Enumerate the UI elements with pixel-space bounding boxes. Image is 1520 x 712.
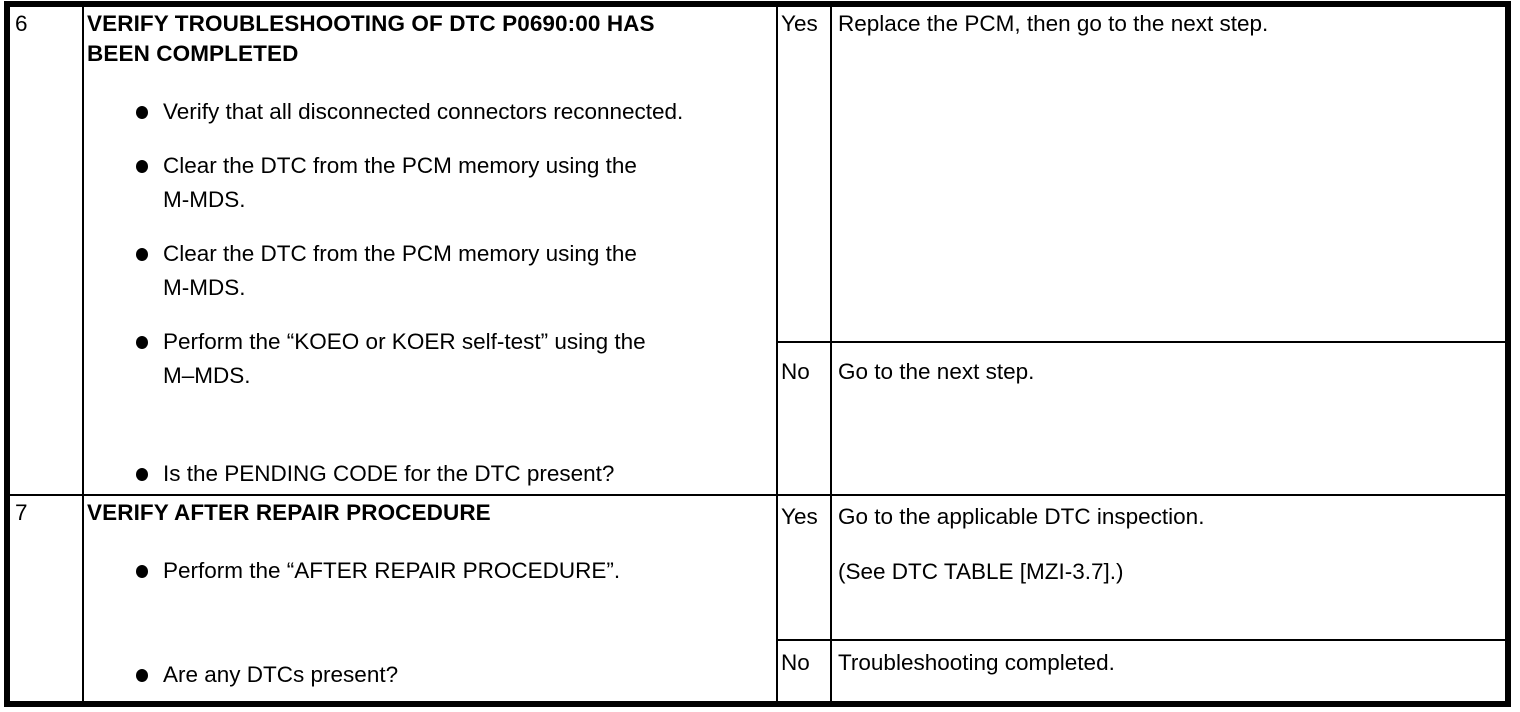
step-number: 6 xyxy=(15,11,28,36)
bullet-line: Perform the “AFTER REPAIR PROCEDURE”. xyxy=(163,558,621,583)
step-number-cell: 7 xyxy=(10,494,82,701)
step-number: 7 xyxy=(15,500,28,525)
bullet-item: Perform the “AFTER REPAIR PROCEDURE”. xyxy=(135,554,768,588)
inspection-title-line: VERIFY AFTER REPAIR PROCEDURE xyxy=(87,500,491,525)
step-number-cell: 6 xyxy=(10,7,82,494)
action-cell: Go to the next step. xyxy=(830,341,1505,494)
bullet-line: M–MDS. xyxy=(163,363,251,388)
inspection-title-line: BEEN COMPLETED xyxy=(87,41,299,66)
result-label-cell: No xyxy=(776,341,830,494)
result-label-no: No xyxy=(781,650,810,675)
bullet-item: Clear the DTC from the PCM memory using … xyxy=(135,237,768,305)
bullet-line: M-MDS. xyxy=(163,187,246,212)
action-line: Go to the next step. xyxy=(838,359,1035,384)
result-label-yes: Yes xyxy=(781,11,818,36)
bullet-line: Perform the “KOEO or KOER self-test” usi… xyxy=(163,329,646,354)
inspection-title-line: VERIFY TROUBLESHOOTING OF DTC P0690:00 H… xyxy=(87,11,655,36)
action-line: Troubleshooting completed. xyxy=(838,650,1115,675)
bullet-line: Are any DTCs present? xyxy=(163,662,399,687)
inspection-cell: VERIFY TROUBLESHOOTING OF DTC P0690:00 H… xyxy=(82,7,776,494)
action-note-line: (See DTC TABLE [MZI-3.7].) xyxy=(838,559,1124,584)
bullet-item: Is the PENDING CODE for the DTC present? xyxy=(135,457,768,491)
result-label-cell: Yes xyxy=(776,7,830,341)
bullet-item: Are any DTCs present? xyxy=(135,658,768,692)
bullet-line: Clear the DTC from the PCM memory using … xyxy=(163,153,637,178)
action-cell: Troubleshooting completed. xyxy=(830,639,1505,701)
action-line: Replace the PCM, then go to the next ste… xyxy=(838,11,1269,36)
bullet-line: Is the PENDING CODE for the DTC present? xyxy=(163,461,615,486)
bullet-line: M-MDS. xyxy=(163,275,246,300)
result-label-cell: Yes xyxy=(776,494,830,639)
bullet-line: Clear the DTC from the PCM memory using … xyxy=(163,241,637,266)
result-label-no: No xyxy=(781,359,810,384)
inspection-cell: VERIFY AFTER REPAIR PROCEDURE Perform th… xyxy=(82,494,776,701)
action-cell: Go to the applicable DTC inspection. (Se… xyxy=(830,494,1505,639)
troubleshooting-table: 6 VERIFY TROUBLESHOOTING OF DTC P0690:00… xyxy=(4,1,1511,707)
result-label-yes: Yes xyxy=(781,504,818,529)
bullet-item: Perform the “KOEO or KOER self-test” usi… xyxy=(135,325,768,393)
bullet-item: Verify that all disconnected connectors … xyxy=(135,95,768,129)
bullet-list: Verify that all disconnected connectors … xyxy=(87,95,768,491)
action-cell: Replace the PCM, then go to the next ste… xyxy=(830,7,1505,341)
bullet-list: Perform the “AFTER REPAIR PROCEDURE”. Ar… xyxy=(87,554,768,692)
result-label-cell: No xyxy=(776,639,830,701)
action-line: Go to the applicable DTC inspection. xyxy=(838,504,1205,529)
bullet-item: Clear the DTC from the PCM memory using … xyxy=(135,149,768,217)
bullet-line: Verify that all disconnected connectors … xyxy=(163,99,684,124)
